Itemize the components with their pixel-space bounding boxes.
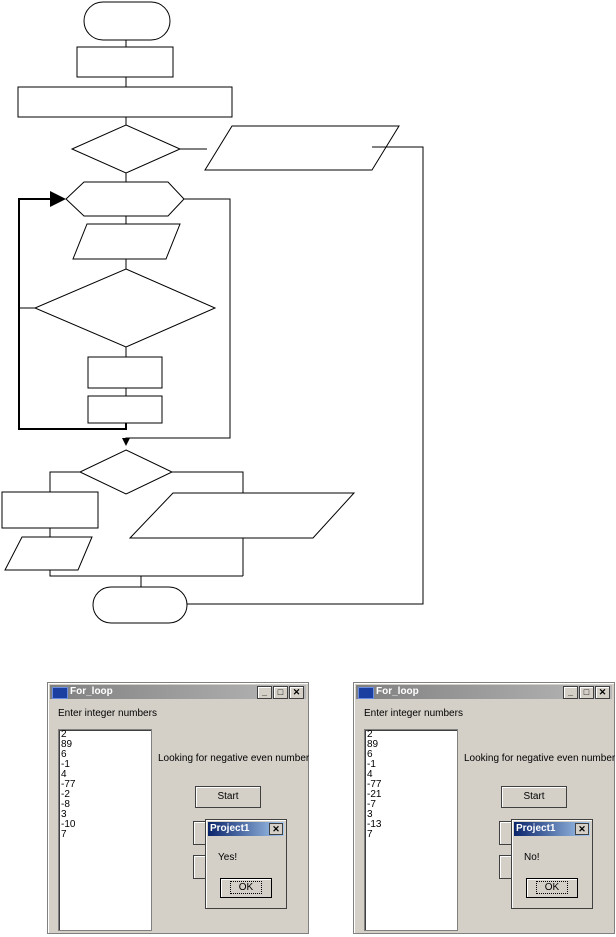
app-window-no: For_loop _ □ ✕ Enter integer numbers 2 8… (353, 682, 615, 934)
dialog-title: Project1 (516, 823, 556, 834)
ok-button[interactable]: OK (526, 878, 578, 898)
ok-button-label: OK (229, 881, 263, 894)
list-item[interactable]: 89 (61, 739, 73, 750)
window-title: For_loop (70, 686, 113, 697)
decision-found (78, 449, 174, 495)
input-parallelogram (72, 223, 181, 260)
app-window-icon (358, 687, 374, 699)
start-terminal (83, 1, 171, 41)
connector (49, 570, 243, 577)
prompt-label: Enter integer numbers (58, 708, 157, 719)
list-item[interactable]: -77 (61, 779, 76, 790)
app-window-icon (52, 687, 68, 699)
list-item[interactable]: -10 (61, 819, 76, 830)
ok-button[interactable]: OK (220, 878, 272, 898)
list-item[interactable]: 2 (367, 729, 373, 740)
list-item[interactable]: 4 (61, 769, 67, 780)
start-button[interactable]: Start (501, 786, 567, 808)
process-box-wide (17, 86, 233, 118)
close-icon[interactable]: ✕ (269, 823, 283, 835)
loop-hexagon (65, 181, 185, 217)
output-parallelogram-error (204, 125, 400, 171)
decision-count (70, 124, 182, 174)
loop-back-arrow (18, 191, 127, 430)
prompt-label: Enter integer numbers (364, 708, 463, 719)
message-dialog: Project1 ✕ Yes! OK (205, 819, 287, 909)
list-item[interactable]: 7 (61, 829, 67, 840)
close-icon[interactable]: ✕ (575, 823, 589, 835)
dialog-message: No! (524, 852, 540, 863)
numbers-listbox[interactable]: 2 89 6 -1 4 -77 -21 -7 3 -13 7 (364, 729, 458, 931)
maximize-icon[interactable]: □ (273, 686, 288, 699)
list-item[interactable]: 3 (61, 809, 67, 820)
list-item[interactable]: -7 (367, 799, 376, 810)
status-label: Looking for negative even number (158, 753, 310, 764)
connector (49, 471, 80, 492)
window-titlebar[interactable]: For_loop _ □ ✕ (50, 685, 306, 699)
process-box (76, 46, 174, 78)
process-box (87, 395, 163, 424)
list-item[interactable]: 7 (367, 829, 373, 840)
list-item[interactable]: -1 (61, 759, 70, 770)
close-icon[interactable]: ✕ (595, 686, 610, 699)
list-item[interactable]: 2 (61, 729, 67, 740)
list-item[interactable]: -2 (61, 789, 70, 800)
list-item[interactable]: 3 (367, 809, 373, 820)
dialog-titlebar[interactable]: Project1 ✕ (514, 822, 590, 836)
list-item[interactable]: -77 (367, 779, 382, 790)
list-item[interactable]: 6 (367, 749, 373, 760)
list-item[interactable]: -8 (61, 799, 70, 810)
list-item[interactable]: 6 (61, 749, 67, 760)
window-title: For_loop (376, 686, 419, 697)
dialog-title: Project1 (210, 823, 250, 834)
list-item[interactable]: 89 (367, 739, 379, 750)
process-box-left (1, 491, 99, 529)
list-item[interactable]: -13 (367, 819, 382, 830)
dialog-message: Yes! (218, 852, 238, 863)
list-item[interactable]: -1 (367, 759, 376, 770)
decision-negative-even (33, 268, 217, 348)
start-button[interactable]: Start (195, 786, 261, 808)
process-box (87, 356, 163, 389)
maximize-icon[interactable]: □ (579, 686, 594, 699)
minimize-icon[interactable]: _ (257, 686, 272, 699)
list-item[interactable]: 4 (367, 769, 373, 780)
status-label: Looking for negative even number (464, 753, 616, 764)
output-parallelogram-no (128, 492, 356, 539)
app-window-yes: For_loop _ □ ✕ Enter integer numbers 2 8… (47, 682, 309, 934)
numbers-listbox[interactable]: 2 89 6 -1 4 -77 -2 -8 3 -10 7 (58, 729, 152, 931)
minimize-icon[interactable]: _ (563, 686, 578, 699)
list-item[interactable]: -21 (367, 789, 382, 800)
output-parallelogram-yes (4, 536, 93, 571)
loop-exit-arrow (122, 198, 231, 446)
window-titlebar[interactable]: For_loop _ □ ✕ (356, 685, 612, 699)
close-icon[interactable]: ✕ (289, 686, 304, 699)
connector (172, 471, 244, 493)
end-terminal (92, 586, 188, 624)
dialog-titlebar[interactable]: Project1 ✕ (208, 822, 284, 836)
ok-button-label: OK (535, 881, 569, 894)
connector (186, 146, 424, 605)
flowchart (1, 1, 424, 624)
message-dialog: Project1 ✕ No! OK (511, 819, 593, 909)
